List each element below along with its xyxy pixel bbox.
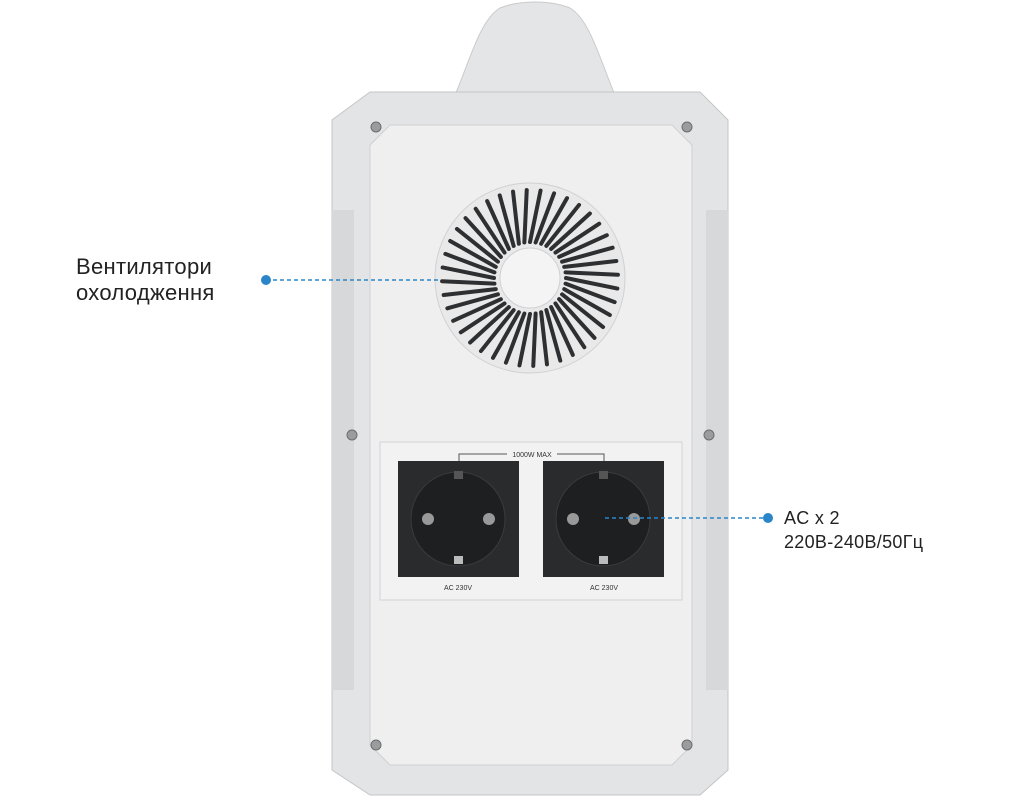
fan-slot [463, 216, 503, 259]
fan-callout-line2: охолодження [76, 280, 215, 305]
fan-callout-label: Вентилятори охолодження [76, 254, 215, 306]
fan-slot [539, 310, 549, 367]
fan-slot [560, 245, 615, 264]
fan-slot [511, 189, 521, 246]
fan-slot [448, 238, 498, 269]
fan-callout-line1: Вентилятори [76, 254, 213, 279]
fan-slot [539, 196, 570, 246]
ac-callout-line1: AC x 2 [784, 508, 840, 528]
fan-slot [497, 193, 516, 248]
fan-slot [528, 188, 543, 244]
fan-slot [557, 233, 609, 259]
cooling-fan-grille [434, 182, 626, 374]
fan-slot [473, 206, 507, 255]
side-rail-left [332, 210, 354, 690]
ac-socket [543, 461, 664, 577]
fan-slot [443, 251, 497, 275]
fan-slot [553, 221, 602, 255]
max-power-label: 1000W MAX [512, 452, 552, 459]
fan-slot [454, 226, 500, 264]
fan-callout-dot [261, 275, 271, 285]
fan-slot [563, 281, 617, 305]
fan-slot [478, 308, 516, 354]
side-rail-right [706, 210, 728, 690]
fan-slot [522, 188, 529, 245]
ac-socket [398, 461, 519, 577]
fan-slot [553, 301, 587, 350]
socket-label: AC 230V [590, 585, 618, 592]
carry-handle [454, 1, 616, 96]
ac-callout-label: AC x 2 220В-240В/50Гц [784, 506, 923, 554]
fan-slot [440, 265, 496, 280]
fan-slot [458, 301, 507, 335]
fan-slot [563, 270, 620, 277]
fan-slot [441, 287, 498, 297]
fan-slot [544, 308, 563, 363]
fan-slot [468, 305, 511, 345]
fan-slot [549, 211, 592, 251]
ac-callout-dot [763, 513, 773, 523]
ac-callout-line2: 220В-240В/50Гц [784, 532, 924, 552]
fan-slot [544, 202, 582, 248]
fan-slot [557, 297, 597, 340]
fan-slot [440, 279, 497, 286]
fan-slot [531, 311, 538, 368]
fan-slot [445, 292, 500, 311]
fan-slot [560, 292, 606, 330]
fan-slot [485, 199, 511, 251]
fan-slot [562, 287, 612, 318]
fan-slot [549, 305, 575, 357]
socket-label: AC 230V [444, 585, 472, 592]
fan-slot [564, 276, 620, 291]
fan-slot [562, 259, 619, 269]
screws [346, 121, 715, 751]
fan-slot [533, 191, 557, 245]
fan-slot [451, 297, 503, 323]
fan-slot [503, 311, 527, 365]
fan-slot [517, 312, 532, 368]
fan-slot [490, 310, 521, 360]
